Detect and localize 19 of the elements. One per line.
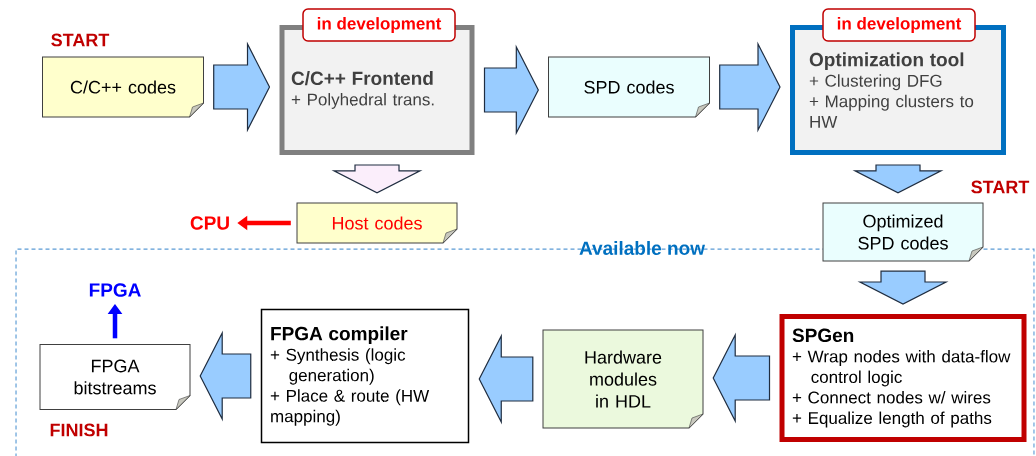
- tool-box: FPGA compiler + Synthesis (logic generation) + Place & route (HW mapping): [260, 308, 470, 444]
- block-arrow: [712, 332, 771, 424]
- target-label: CPU: [190, 216, 229, 230]
- block-arrow: [331, 164, 423, 194]
- step-label: FINISH: [50, 423, 108, 437]
- block-arrow: [852, 164, 944, 194]
- status-badge: in development: [822, 8, 976, 42]
- step-label: START: [51, 33, 110, 47]
- block-arrow: [213, 41, 271, 133]
- target-label: FPGA: [89, 283, 141, 297]
- block-arrow: [478, 333, 534, 425]
- region-heading: Available now: [579, 241, 705, 255]
- block-arrow: [199, 330, 252, 422]
- step-label: START: [971, 180, 1030, 194]
- block-arrow: [719, 41, 781, 133]
- block-arrow: [483, 44, 539, 136]
- tool-box: SPGen + Wrap nodes with data-flow control logic + Connect nodes w/ wires + Equalize length of paths: [779, 314, 1027, 442]
- block-arrow: [857, 270, 949, 305]
- status-badge: in development: [302, 8, 456, 42]
